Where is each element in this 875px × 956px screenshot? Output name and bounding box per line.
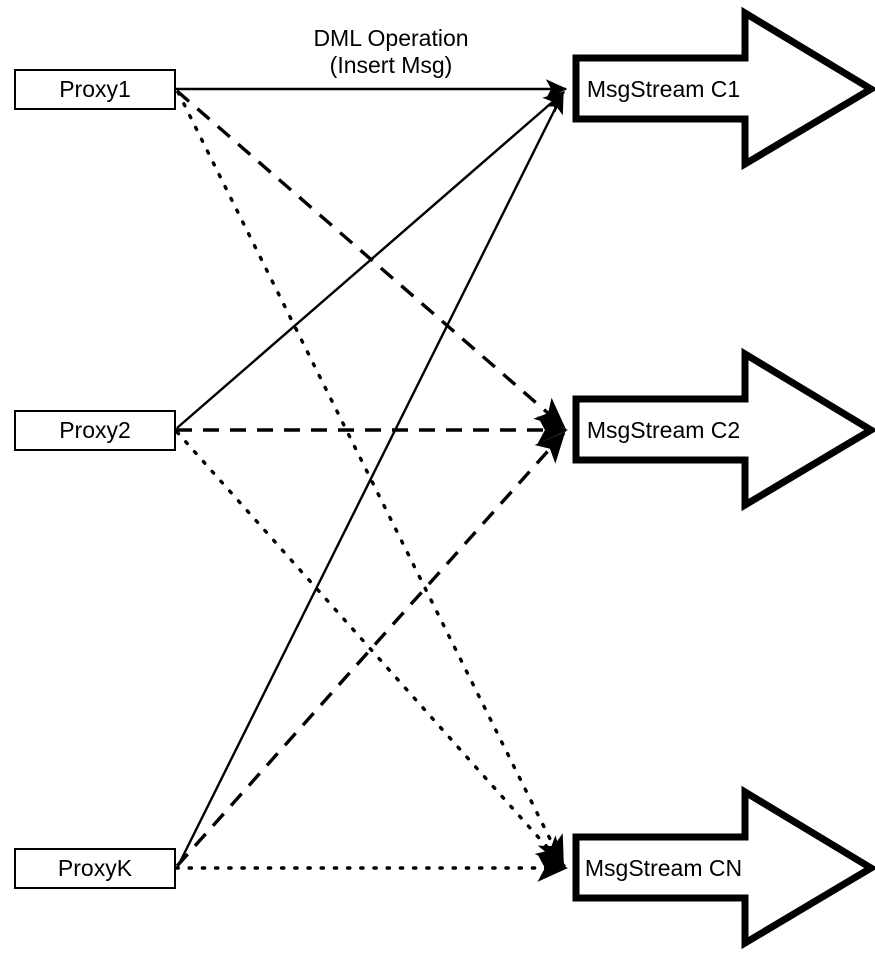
connector-proxy2-to-cn <box>175 430 566 868</box>
proxy-box-proxy1[interactable]: Proxy1 <box>14 69 176 110</box>
connector-proxy2-to-c1 <box>176 91 566 429</box>
edge-label-line1: DML Operation <box>313 25 469 51</box>
connector-proxyk-to-c2 <box>175 431 566 868</box>
edge-label-dml-operation: DML Operation (Insert Msg) <box>261 25 521 79</box>
proxy-box-proxy2[interactable]: Proxy2 <box>14 410 176 451</box>
proxy-label: Proxy2 <box>59 417 131 443</box>
msgstream-label-cn: MsgStream CN <box>584 855 743 881</box>
msgstream-arrow-c2 <box>572 347 875 512</box>
connector-proxyk-to-c1 <box>176 91 565 867</box>
msgstream-arrow-cn <box>572 785 875 950</box>
msgstream-arrow-c1 <box>572 6 875 171</box>
edge-label-line2: (Insert Msg) <box>329 52 453 79</box>
proxy-label: Proxy1 <box>59 76 131 102</box>
proxy-label: ProxyK <box>57 855 133 881</box>
msgstream-label-c2: MsgStream C2 <box>586 417 741 443</box>
proxy-box-proxyk[interactable]: ProxyK <box>14 848 176 889</box>
connector-proxy1-to-cn <box>176 90 565 867</box>
msgstream-label-c1: MsgStream C1 <box>586 76 741 102</box>
